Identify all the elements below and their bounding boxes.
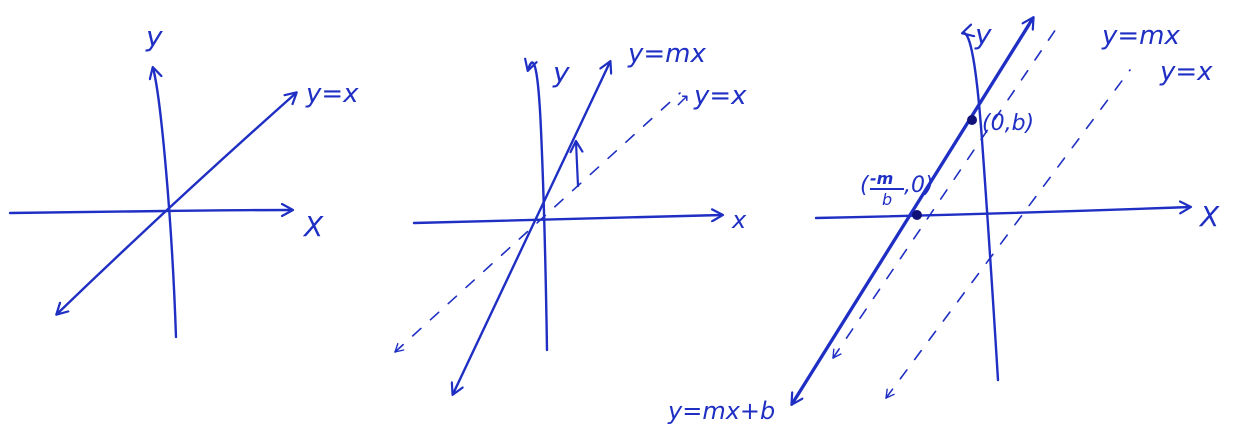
x-axis-label: X [302,210,324,243]
x-intercept-denominator: b [882,190,892,209]
y-axis [153,68,178,339]
slope-line-label: y=mx [1101,21,1180,51]
panel-slope-line: y x y=mx ↗ y=x [394,39,747,394]
x-intercept-open: ( [860,173,870,198]
panel-identity-line: y X y=x [8,20,359,339]
x-axis [8,210,292,213]
y-intercept-label: (0,b) [982,111,1034,136]
x-axis [412,215,722,225]
y-axis-label: y [145,20,163,53]
shifted-line [792,18,1033,404]
panel-shifted-line: y X y=mx y=x y=mx+b (0,b) ( -m b ,0) [667,18,1220,425]
x-intercept-close: ,0) [904,173,934,198]
identity-line-dashed-arrow: ↗ [675,90,690,111]
rotation-arrow [576,142,578,188]
y-axis-label: y [974,18,992,51]
shifted-line-label: y=mx+b [667,397,775,425]
y-axis [528,63,549,352]
slope-line-label: y=mx [627,39,706,69]
x-axis-label: X [1198,200,1220,233]
y-axis-label: y [552,56,570,89]
x-axis [814,207,1190,220]
x-axis-label: x [731,206,747,234]
y-intercept-point [967,115,977,125]
identity-line-label: y=x [305,79,359,109]
x-intercept-numerator: -m [870,169,893,188]
x-intercept-point [912,210,922,220]
identity-line-label: y=x [1159,57,1213,87]
identity-line-label: y=x [693,81,747,111]
identity-line [57,93,296,314]
identity-line-dashed [885,69,1131,399]
slope-line [453,62,610,394]
x-intercept-label: ( -m b ,0) [860,169,934,209]
